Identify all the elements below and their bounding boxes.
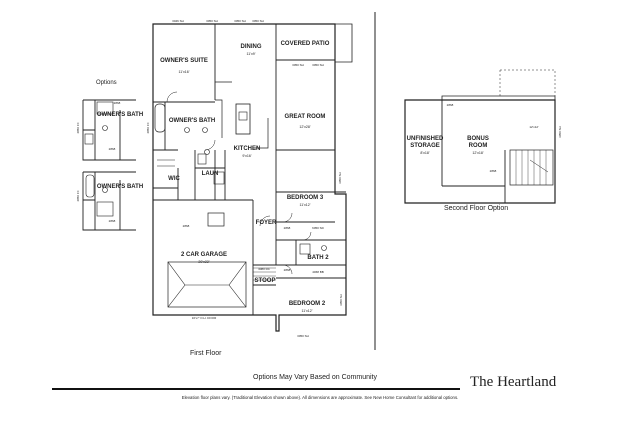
dining-size: 11'x9' (247, 52, 256, 56)
wic-label: WIC (168, 176, 180, 182)
kitchen-label: KITCHEN (234, 146, 261, 152)
stoop-label: STOOP (255, 278, 276, 284)
second-floor-caption: Second Floor Option (444, 205, 509, 212)
covered-patio-label: COVERED PATIO (281, 41, 330, 47)
bedroom2-label: BEDROOM 2 (289, 301, 326, 307)
window-dim: 3050 SH (234, 19, 246, 23)
window-dim: 3050 SH (339, 294, 343, 306)
owners-suite-label: OWNER'S SUITE (160, 58, 208, 64)
first-floor-outline (152, 23, 347, 332)
bedroom3-size: 11'x12' (300, 203, 311, 207)
dining-label: DINING (241, 44, 262, 50)
great-room-size: 12'x28' (299, 125, 310, 129)
second-floor-outline (404, 99, 556, 204)
option-dim: 2868 (114, 101, 121, 105)
door-dim: 2868 (284, 268, 291, 272)
second-floor-dim: 12'x12' (529, 125, 539, 129)
options-note: Options May Vary Based on Community (253, 374, 377, 381)
owners-bath-label: OWNER'S BATH (169, 118, 215, 124)
laundry-label: LAUN (202, 171, 219, 177)
storage-size: 8'x18' (420, 151, 429, 155)
option-bath-2-outline (82, 171, 136, 231)
window-dim: 3050 SH (292, 63, 304, 67)
garage-label: 2 CAR GARAGE (181, 252, 227, 258)
bedroom2-size: 11'x12' (302, 309, 313, 313)
second-floor-dim: 2868 (490, 169, 497, 173)
foyer-label: FOYER (256, 220, 277, 226)
bath2-label: BATH 2 (307, 255, 329, 261)
bonus-room-label-line2: ROOM (469, 143, 488, 149)
door-dim: 6050 SD (312, 226, 325, 230)
bedroom3-label: BEDROOM 3 (287, 195, 324, 201)
second-floor-dim: 2868 (447, 103, 454, 107)
second-floor-dim: 3050 SH (558, 126, 562, 138)
option-dim: 4050 FX (76, 190, 80, 201)
option-dim: 2868 (109, 147, 116, 151)
bonus-room-size: 12'x18' (472, 151, 483, 155)
door-dim: 2868 (284, 226, 291, 230)
footer-rule (52, 388, 460, 390)
storage-label-line1: UNFINISHED (407, 136, 444, 142)
option-dim: 4050 FX (76, 122, 80, 133)
option-bath-1-outline (82, 99, 136, 161)
option-dim: 2868 (109, 219, 116, 223)
options-caption: Options (96, 80, 117, 86)
great-room-label: GREAT ROOM (285, 114, 326, 120)
owners-suite-size: 11'x16' (179, 70, 190, 74)
first-floor-caption: First Floor (190, 350, 222, 357)
bonus-room-label-line1: BONUS (467, 136, 489, 142)
window-dim: 3050 SH (297, 334, 309, 338)
kitchen-size: 9'x16' (242, 154, 251, 158)
window-dim: 3046 SH (172, 19, 184, 23)
window-dim: 3050 SH (252, 19, 264, 23)
storage-label-line2: STORAGE (410, 143, 440, 149)
garage-door-dim: 16'x7' O.H. DOOR (192, 316, 217, 320)
window-dim: 4050 FX (146, 122, 150, 133)
door-dim: 2868 (183, 224, 190, 228)
disclaimer: Elevation floor plans vary. (Traditional… (181, 395, 459, 400)
door-dim: 3080 DC (258, 267, 271, 271)
door-dim: 4068 BB (312, 270, 324, 274)
window-dim: 3050 SH (312, 63, 324, 67)
option-bath-2-label: OWNER'S BATH (97, 184, 143, 190)
option-bath-1-label: OWNER'S BATH (97, 112, 143, 118)
garage-size: 20'x22' (198, 260, 209, 264)
plan-name: The Heartland (470, 374, 557, 390)
window-dim: 3050 SH (206, 19, 218, 23)
window-dim: 3050 SH (338, 172, 342, 184)
